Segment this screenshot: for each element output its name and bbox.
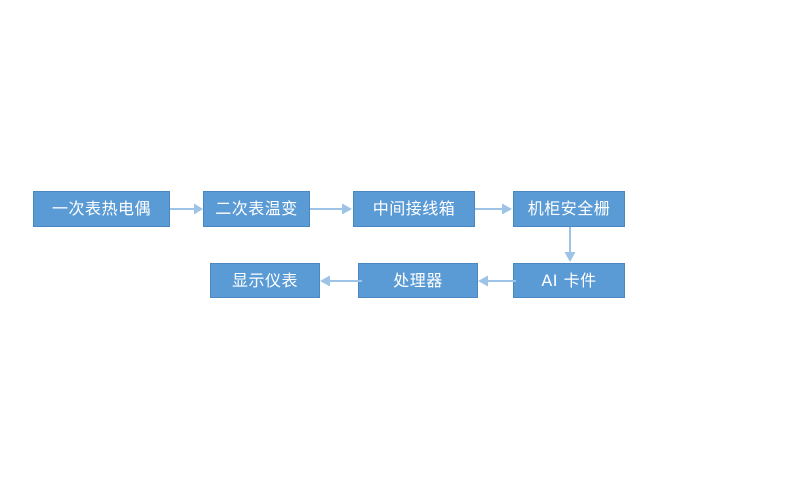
arrow-processor-to-display-meter: [316, 272, 362, 290]
node-ai-card[interactable]: AI 卡件: [513, 263, 625, 298]
arrow-thermocouple-to-transmitter: [170, 200, 206, 218]
arrow-safety-barrier-to-ai-card: [561, 227, 579, 265]
node-processor[interactable]: 处理器: [358, 263, 478, 298]
node-junction-box[interactable]: 中间接线箱: [353, 191, 475, 227]
node-transmitter[interactable]: 二次表温变: [203, 191, 310, 227]
arrow-ai-card-to-processor: [474, 272, 516, 290]
node-display-meter[interactable]: 显示仪表: [210, 263, 320, 298]
node-thermocouple[interactable]: 一次表热电偶: [33, 191, 170, 227]
node-safety-barrier[interactable]: 机柜安全栅: [513, 191, 625, 227]
arrow-transmitter-to-junction-box: [310, 200, 356, 218]
arrow-junction-box-to-safety-barrier: [475, 200, 516, 218]
